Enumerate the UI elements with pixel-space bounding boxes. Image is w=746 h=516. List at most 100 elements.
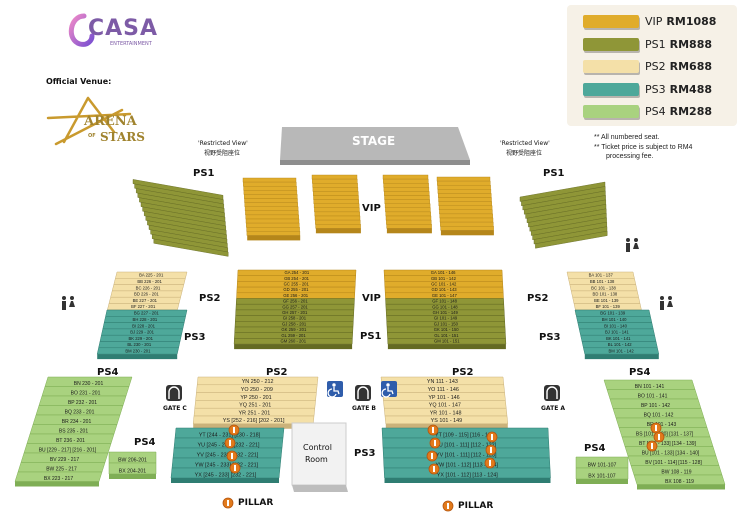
ps1-right-block [519,181,608,249]
seat-row [576,316,653,323]
gate-b-icon [355,385,371,401]
seat-row-label: BB 101 - 138 [590,279,615,284]
seat-row-label: BQ 101 - 142 [644,412,674,418]
accessible-icon-bg [327,381,343,397]
seat-row [139,197,225,218]
seat-row [236,281,356,288]
pillar-icon [429,437,441,449]
arena-star-icon [46,96,132,146]
seat-row-label: BW 101-107 [588,462,617,468]
seat-row-label: GB 254 - 201 [284,276,310,281]
section-edge [193,423,314,429]
pillar-icon-mark [433,466,435,472]
legend-price: RM1088 [666,15,717,28]
seat-row-label: BR 101 - 143 [647,422,677,428]
seat-row [145,215,227,235]
pillar-icon-mark [231,453,233,459]
seat-row [41,386,130,397]
seat-row [243,185,297,191]
legend-price: RM688 [669,60,713,73]
seat-row-label: BX 108 - 119 [665,479,694,485]
pillar-icon-mark [431,453,433,459]
seat-row [386,315,505,322]
gate-a-icon [544,385,560,401]
seat-row [245,218,300,224]
pillar-icon [224,437,236,449]
ps2-label-lower-right: PS2 [452,367,474,378]
seat-row [385,207,431,213]
seat-row-label: BT 236 - 201 [56,438,85,444]
seat-row [383,178,429,184]
seat-row [246,226,300,232]
legend-price: RM888 [669,37,713,51]
seat-row [233,338,353,345]
legend-name: PS3 [645,82,666,96]
seat-row [566,271,635,279]
seat-row [236,292,356,299]
seat-row [142,206,226,227]
seat-row-label: BO 101 - 141 [638,393,668,399]
seat-row [578,328,655,336]
seat-row-label: GE 256 - 201 [283,293,309,298]
seat-row [134,183,224,205]
seat-row-label: YR 251 - 201 [239,410,271,416]
seat-row [383,467,551,479]
seat-row [98,341,181,349]
pillar-icon [226,450,238,462]
stage-edge [280,160,470,165]
seat-row [386,321,506,328]
seat-row-label: BP 232 - 201 [68,400,97,406]
pillar-icon-mark [233,427,235,433]
seat-row [105,309,188,317]
legend-swatch [583,82,639,96]
gate-icon-bg [166,385,182,401]
seat-row-label: BU [101 - 133] [134 - 140] [642,450,700,456]
seat-row [115,271,188,279]
seat-row [521,186,606,206]
seat-row-label: BE 101 - 139 [594,298,619,303]
restroom-icon-body [69,301,75,307]
restroom-icon-body [667,301,673,307]
seat-row [313,191,359,196]
seat-row [624,446,717,457]
seat-row [314,211,360,217]
note-numbered: ** All numbered seat. [594,134,660,141]
seat-row-label: YW [245 - 233] [232 - 221] [195,462,259,468]
seat-row [147,220,227,240]
stage-label: STAGE [352,134,396,148]
seat-row-label: GH 101 - 149 [433,310,459,315]
brand-name: CASA [88,16,159,41]
seat-row [244,206,299,211]
ps4-label-right: PS4 [629,367,651,378]
seat-row [380,376,505,386]
seat-row [568,278,637,285]
seat-row [384,281,504,288]
seat-row [572,296,641,304]
section-edge [315,228,361,234]
seat-row-label: YU [101 - 111] [112 - 122] [435,442,496,448]
seat-row [170,467,281,479]
seat-row [523,195,606,215]
seat-row [384,195,430,200]
seat-row [132,179,224,200]
pillar-icon [228,424,240,436]
seat-row [111,284,185,292]
pillar-icon [427,424,439,436]
seat-row [32,414,121,425]
seat-row [385,211,431,217]
section-edge [637,484,725,490]
seat-row-label: YX [245 - 233] [232 - 221] [195,472,257,478]
restroom-icon-head [634,238,638,242]
seat-row [382,174,429,180]
seat-row-label: BD 101 - 138 [593,292,618,297]
pillar-icon [229,462,241,474]
seat-row [148,224,228,244]
pillar-icon-mark [432,427,434,433]
restroom-icon-left [62,296,75,310]
seat-row-label: BT [101 - 133] [134 - 139] [639,441,697,447]
seat-row-label: BI 228 - 201 [132,323,155,328]
